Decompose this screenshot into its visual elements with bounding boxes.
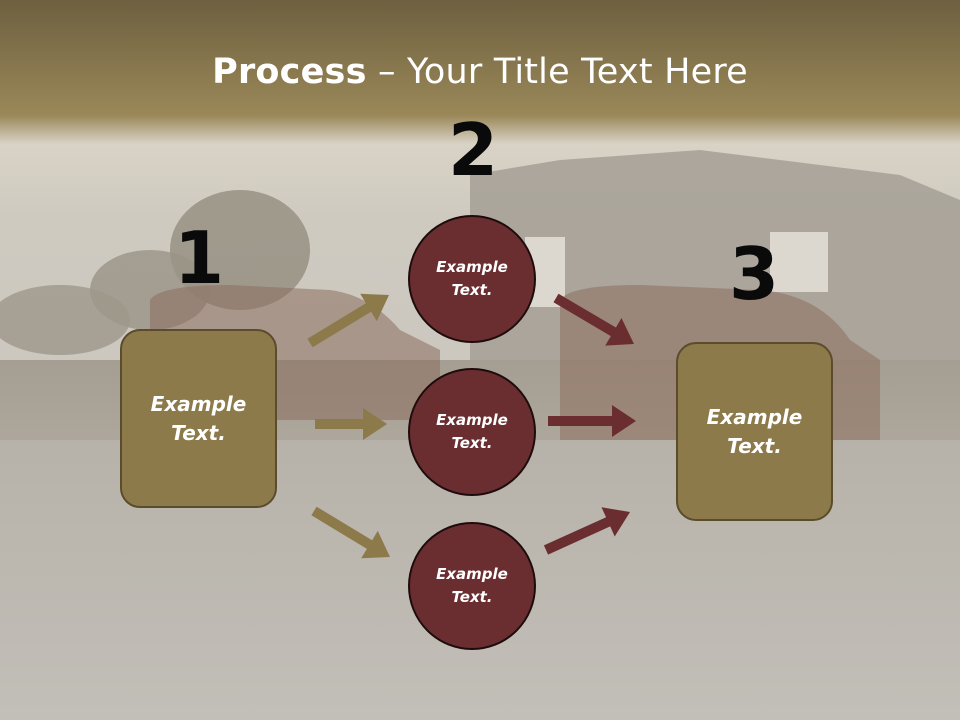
step3-box: Example Text. (676, 342, 833, 521)
step2-top-text: Example Text. (436, 258, 508, 299)
step-number-3: 3 (728, 232, 780, 316)
step2-circle-middle: Example Text. (408, 368, 536, 496)
step-number-1: 1 (173, 216, 225, 300)
slide-title: Process – Your Title Text Here (0, 52, 960, 92)
step1-box: Example Text. (120, 329, 277, 508)
step2-middle-text: Example Text. (436, 411, 508, 452)
step2-circle-top: Example Text. (408, 215, 536, 343)
step-number-2: 2 (447, 108, 499, 192)
step2-bottom-text: Example Text. (436, 565, 508, 606)
step1-text: Example Text. (150, 391, 247, 445)
step2-circle-bottom: Example Text. (408, 522, 536, 650)
title-bold: Process (212, 52, 367, 92)
title-rest: – Your Title Text Here (366, 52, 748, 92)
step3-text: Example Text. (706, 404, 803, 458)
